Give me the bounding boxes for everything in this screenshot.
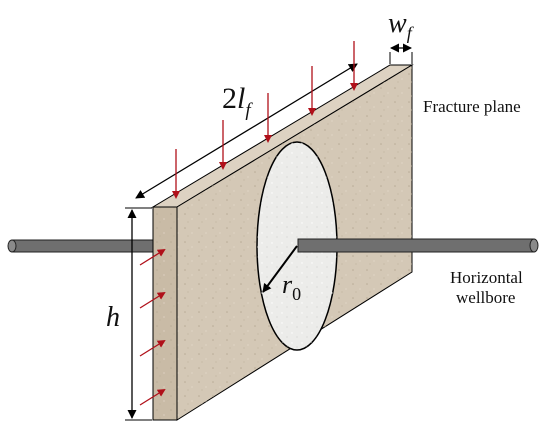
top-stress-arrows [172, 41, 358, 199]
wellbore-left [7, 239, 163, 253]
height-label: h [106, 302, 120, 333]
height-dimension [125, 207, 152, 421]
wellbore-label-line2: wellbore [456, 288, 515, 307]
radius-arrow [262, 245, 298, 293]
radius-label: r0 [282, 270, 301, 304]
wellbore-right [297, 238, 539, 253]
length-dimension [135, 63, 358, 199]
side-stress-arrows [139, 248, 166, 406]
width-label: wf [388, 8, 415, 43]
width-dimension [389, 43, 413, 64]
fracture-plane-label: Fracture plane [423, 97, 521, 116]
length-label: 2lf [222, 82, 253, 121]
wellbore-label-line1: Horizontal [450, 268, 523, 287]
